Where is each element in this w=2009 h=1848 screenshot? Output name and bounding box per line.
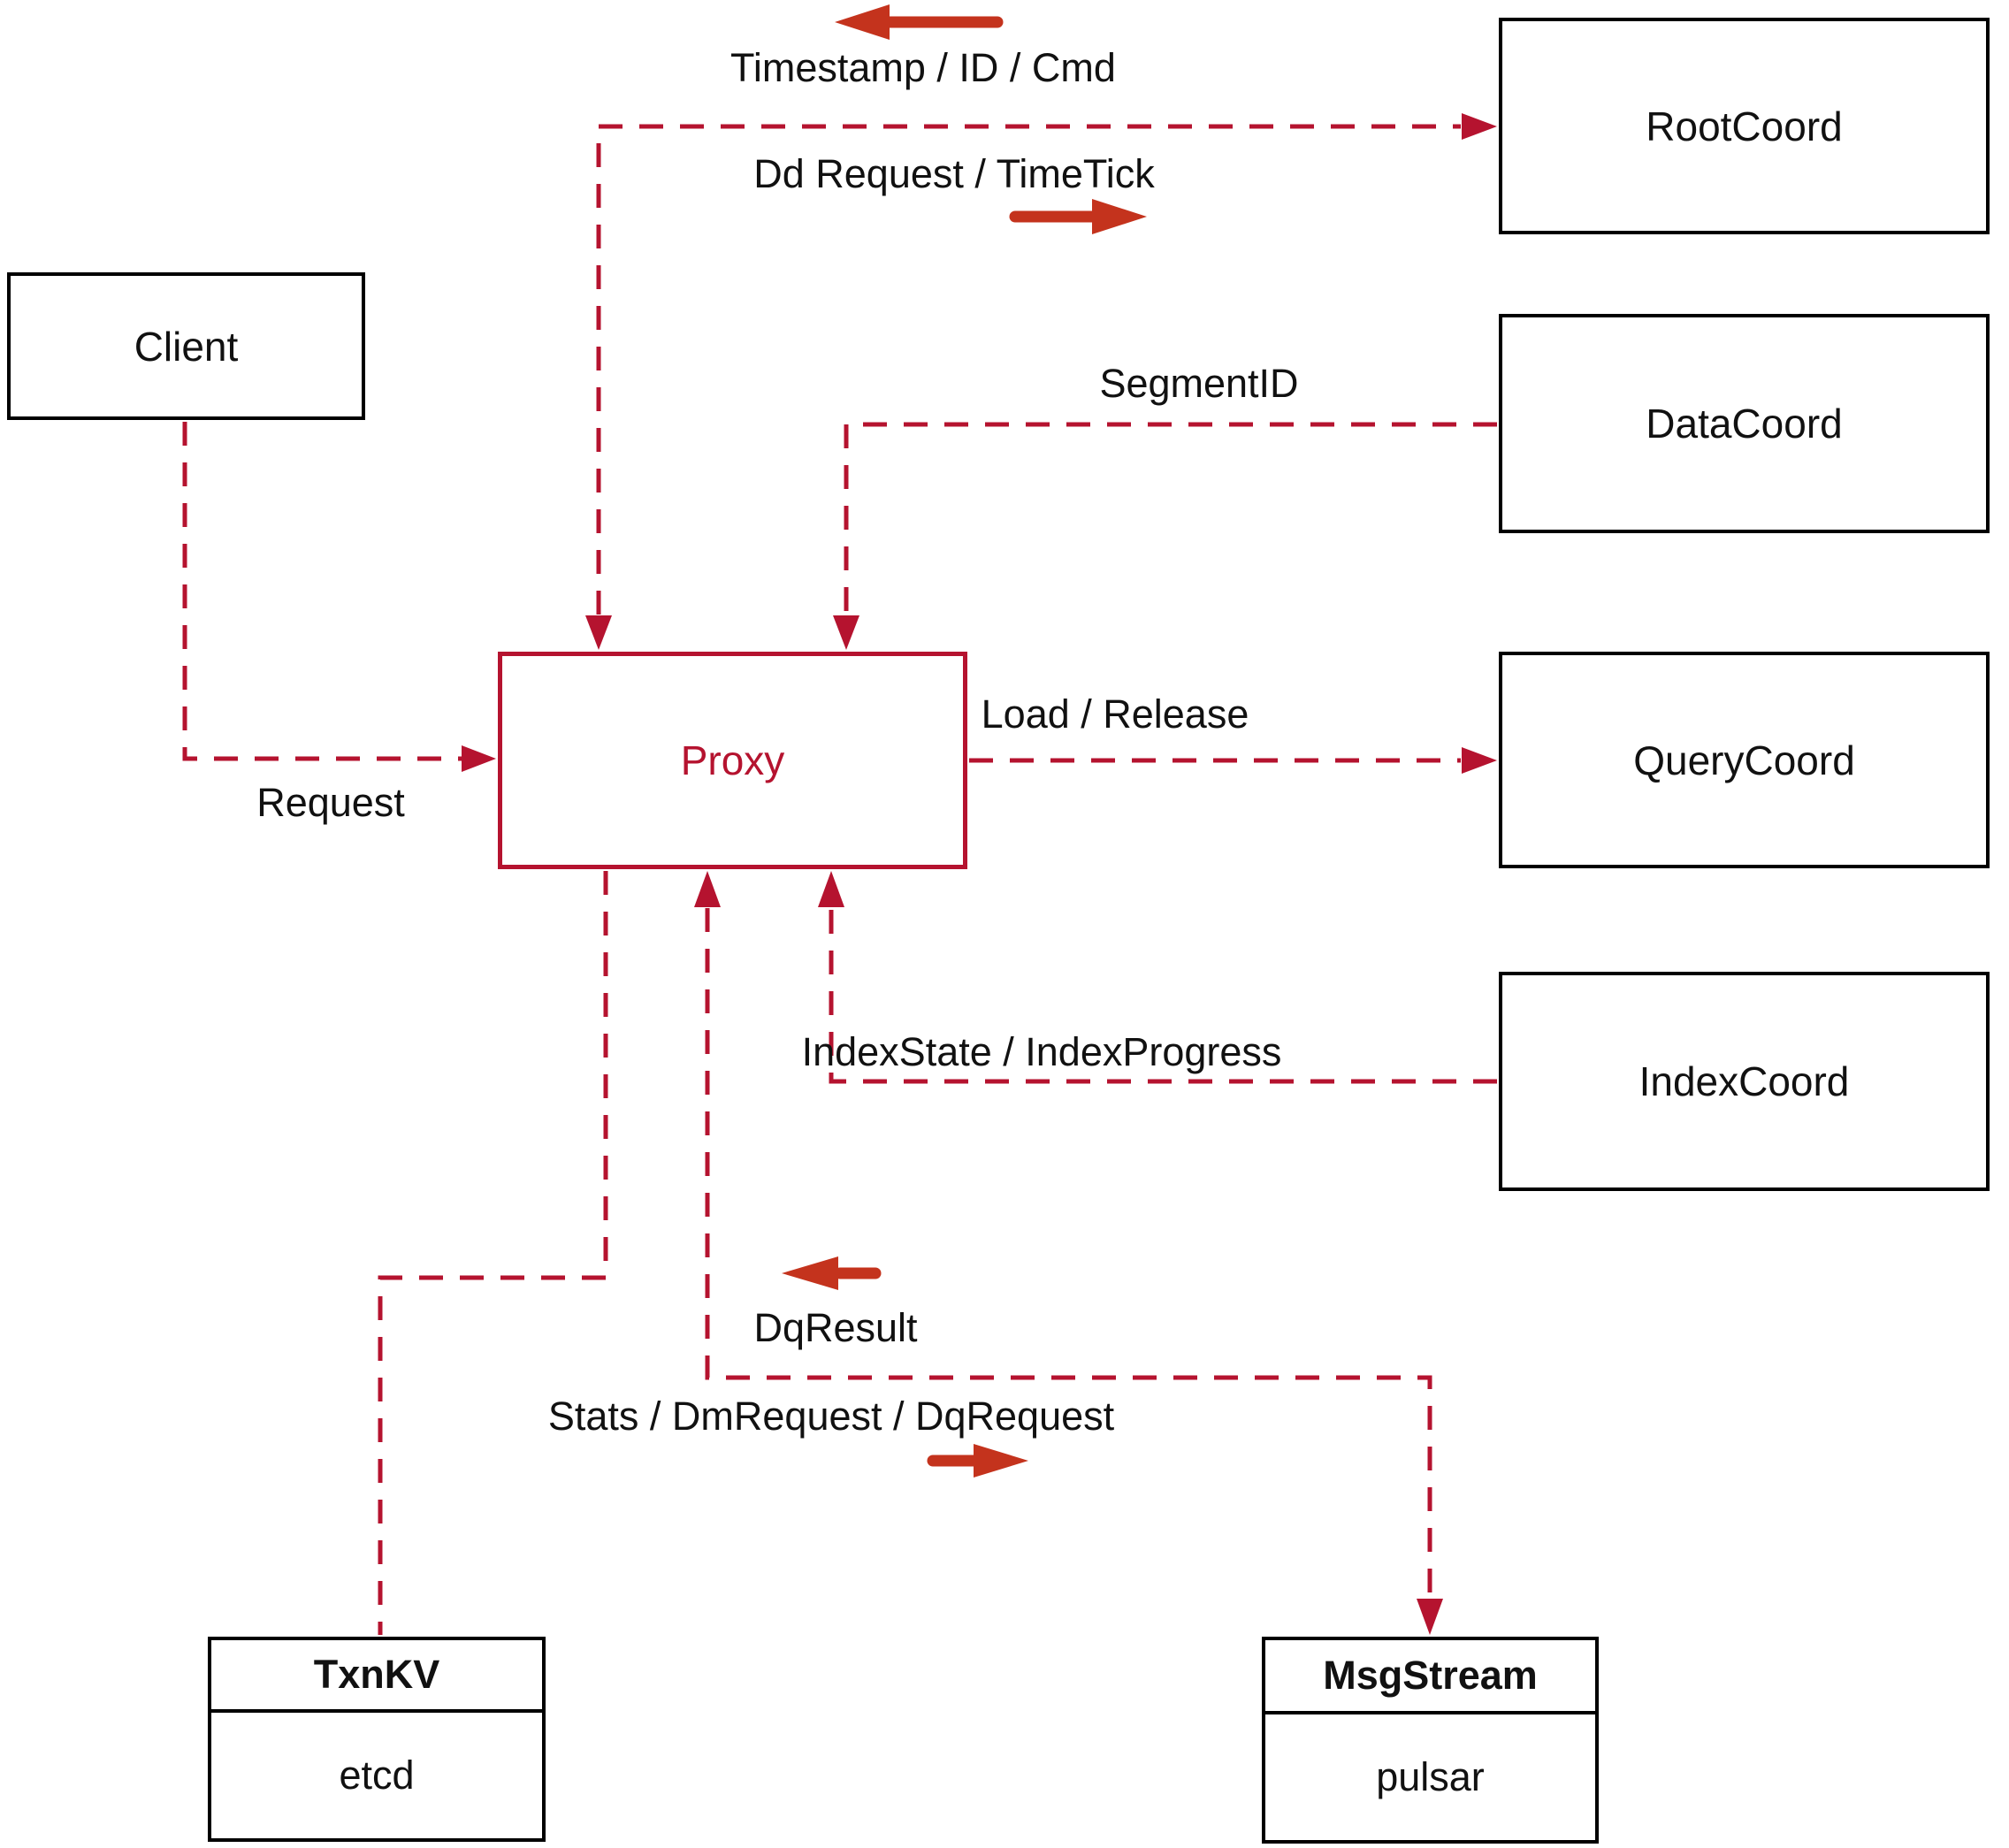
rootcoord-node: RootCoord (1499, 18, 1990, 234)
edge-label-dd-request-timetick: Dd Request / TimeTick (753, 151, 1155, 196)
arrowhead-into-proxy-bottom-mid (694, 871, 721, 907)
client-node: Client (7, 272, 365, 420)
rootcoord-label: RootCoord (1646, 103, 1843, 149)
connector-client-proxy (182, 422, 462, 761)
edge-label-stats-dmrequest-dqrequest: Stats / DmRequest / DqRequest (547, 1394, 1115, 1439)
proxy-node: Proxy (498, 652, 967, 869)
querycoord-label: QueryCoord (1633, 737, 1855, 783)
msgstream-node: MsgStream pulsar (1262, 1637, 1599, 1844)
edge-label-dqresult: DqResult (753, 1305, 918, 1350)
arrowhead-into-proxy-top-left (585, 615, 612, 650)
arrowhead-into-msgstream (1417, 1599, 1443, 1635)
datacoord-node: DataCoord (1499, 314, 1990, 533)
connector-proxy-rootcoord (596, 124, 1461, 615)
msgstream-subtitle: pulsar (1376, 1754, 1485, 1799)
connector-datacoord-proxy (844, 422, 1497, 615)
direction-arrow-right-head-stats (974, 1444, 1028, 1478)
proxy-label: Proxy (680, 737, 785, 783)
direction-arrow-left-head-dqresult (782, 1256, 838, 1290)
edge-label-load-release: Load / Release (981, 691, 1249, 737)
indexcoord-label: IndexCoord (1639, 1058, 1850, 1104)
edge-label-segmentid: SegmentID (1099, 361, 1299, 406)
datacoord-label: DataCoord (1646, 401, 1843, 447)
direction-arrow-right-head-ddrequest (1092, 199, 1147, 234)
connector-proxy-msgstream (705, 908, 1432, 1598)
txnkv-subtitle: etcd (339, 1753, 415, 1798)
arrowhead-into-proxy-left (462, 745, 496, 772)
edge-label-indexstate-indexprogress: IndexState / IndexProgress (801, 1029, 1282, 1074)
arrowhead-into-proxy-bottom-right (818, 871, 844, 907)
txnkv-node: TxnKV etcd (208, 1637, 546, 1842)
edge-label-request: Request (256, 780, 405, 825)
msgstream-title: MsgStream (1265, 1640, 1595, 1714)
indexcoord-node: IndexCoord (1499, 972, 1990, 1191)
direction-arrow-left-head-top (835, 4, 890, 40)
arrowhead-into-querycoord (1462, 747, 1497, 774)
client-label: Client (134, 323, 239, 370)
connector-proxy-txnkv (378, 871, 608, 1635)
edge-label-timestamp-id-cmd: Timestamp / ID / Cmd (730, 45, 1116, 90)
querycoord-node: QueryCoord (1499, 652, 1990, 868)
arrowhead-into-rootcoord (1462, 113, 1497, 140)
arrowhead-into-proxy-top-right (833, 615, 859, 650)
connector-indexcoord-proxy (829, 908, 1497, 1084)
txnkv-title: TxnKV (211, 1640, 542, 1713)
